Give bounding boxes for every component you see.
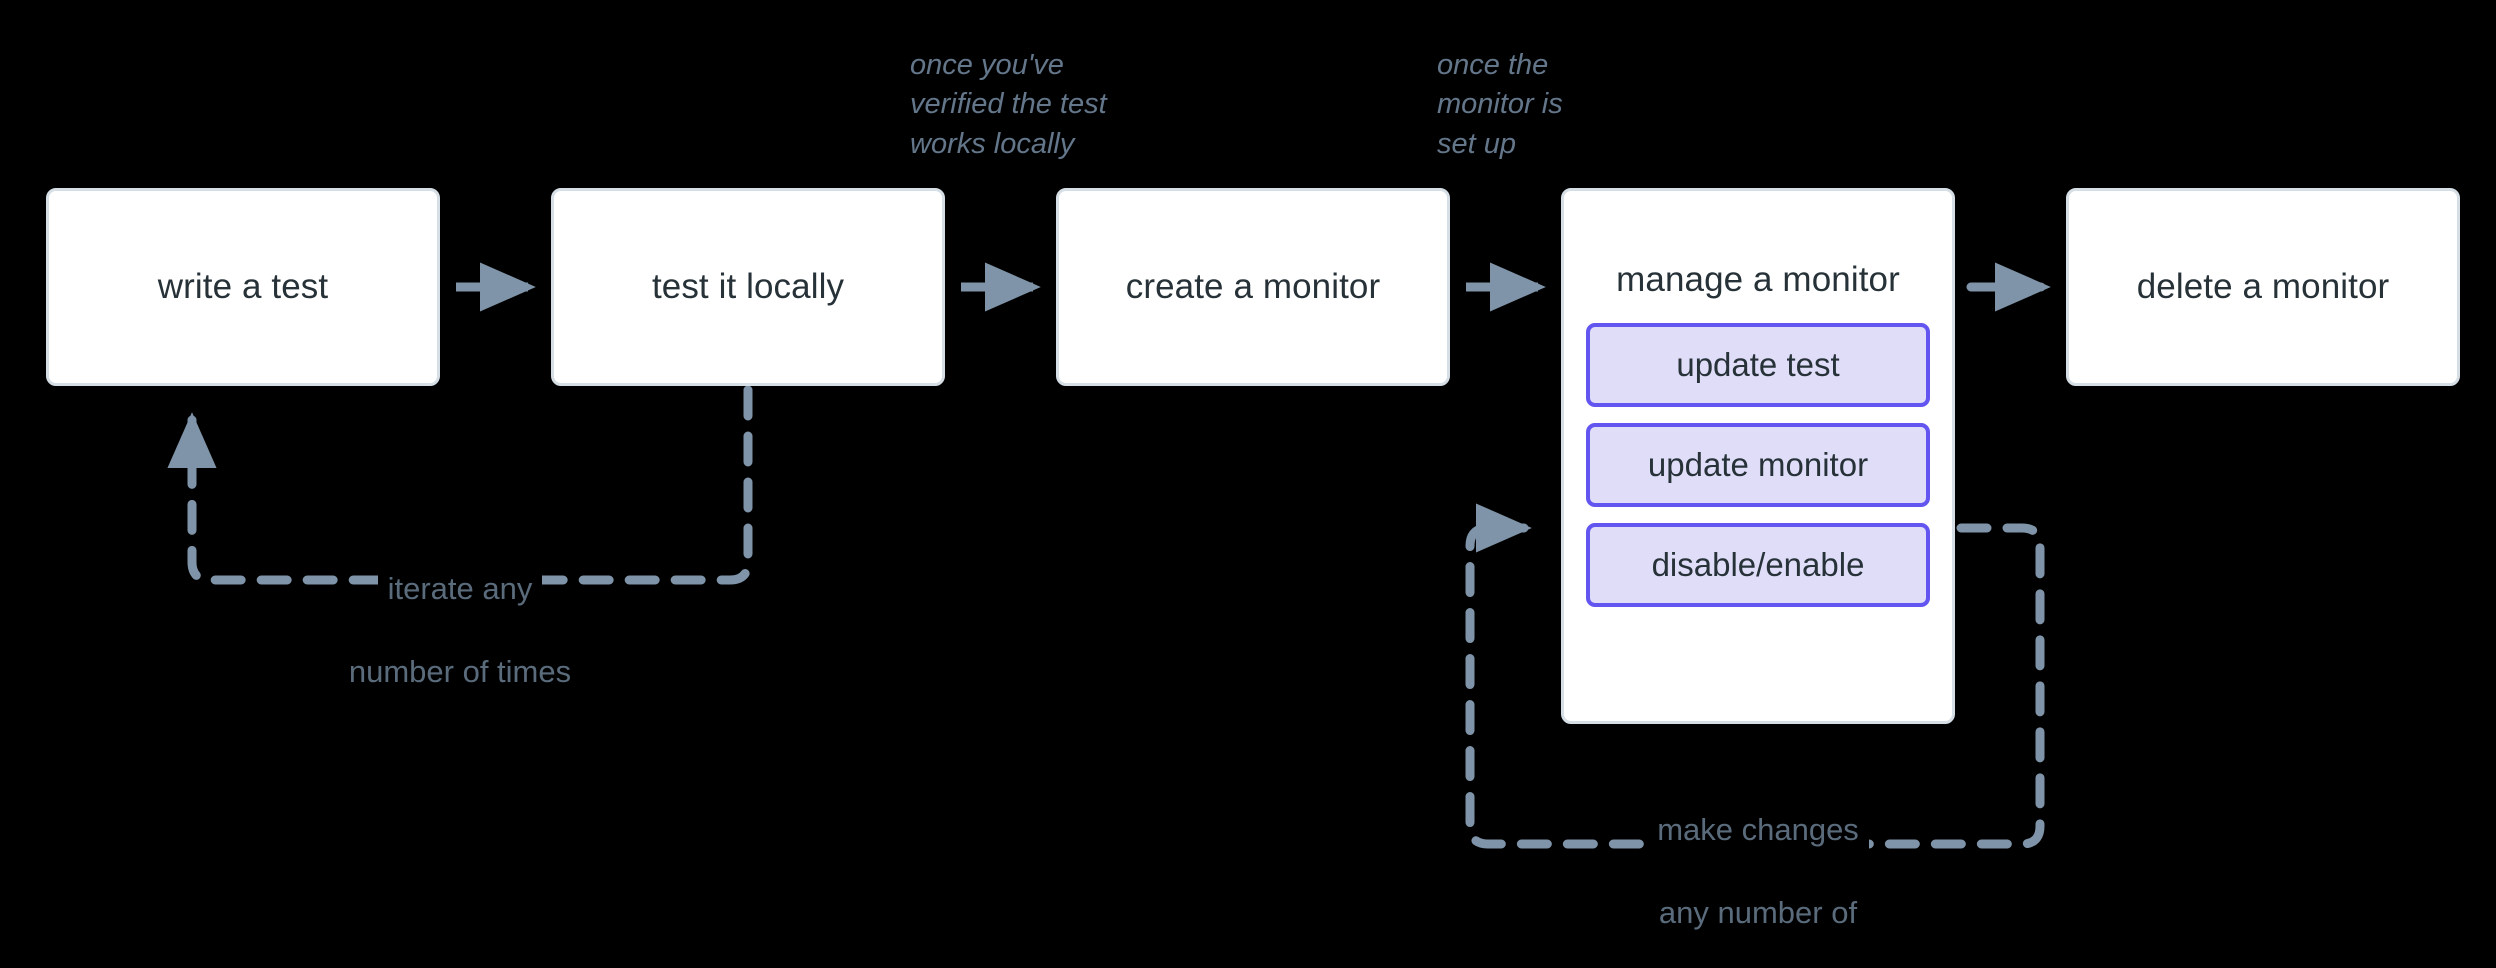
stage-test-it-locally[interactable]: test it locally — [551, 188, 945, 386]
stage-label: manage a monitor — [1616, 260, 1900, 299]
action-update-monitor[interactable]: update monitor — [1586, 423, 1930, 507]
stage-delete-a-monitor[interactable]: delete a monitor — [2066, 188, 2460, 386]
loop-label-line: any number of — [1648, 891, 1868, 933]
loop-label-line: number of times — [338, 650, 582, 692]
note-create-to-manage: once the monitor is set up — [1437, 49, 1563, 160]
stage-create-a-monitor[interactable]: create a monitor — [1056, 188, 1450, 386]
action-label: disable/enable — [1651, 546, 1865, 583]
stage-manage-a-monitor[interactable]: manage a monitor update test update moni… — [1561, 188, 1955, 724]
loop-label-make-changes: make changes any number of times — [1610, 768, 1906, 968]
stage-label: write a test — [157, 267, 329, 306]
action-update-test[interactable]: update test — [1586, 323, 1930, 407]
loop-label-iterate: iterate any number of times — [320, 527, 600, 692]
note-test-to-create: once you've verified the test works loca… — [910, 49, 1107, 160]
stage-write-a-test[interactable]: write a test — [46, 188, 440, 386]
loop-label-line: make changes — [1647, 809, 1869, 851]
stage-label: test it locally — [651, 267, 845, 306]
action-label: update test — [1676, 346, 1840, 383]
stage-label: create a monitor — [1125, 267, 1381, 306]
stage-label: delete a monitor — [2136, 267, 2390, 306]
action-label: update monitor — [1647, 446, 1869, 483]
action-disable-enable[interactable]: disable/enable — [1586, 523, 1930, 607]
loop-label-line: iterate any — [377, 568, 543, 610]
